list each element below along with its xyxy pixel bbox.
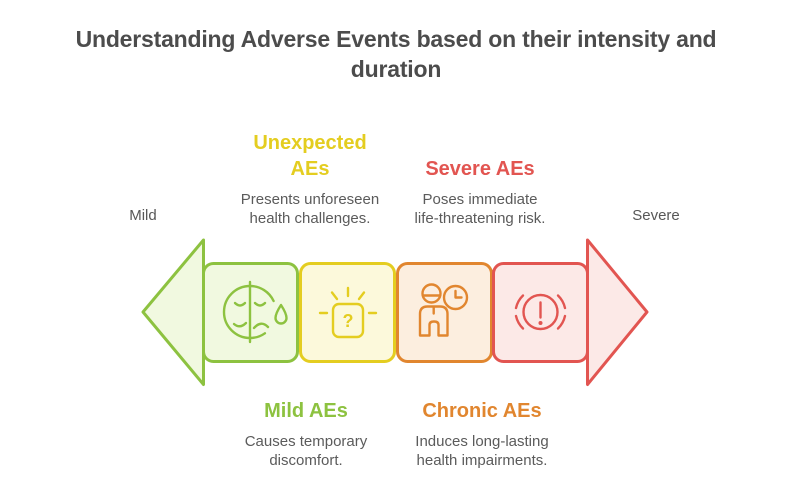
alert-icon: [514, 293, 567, 331]
mixed-feelings-face-icon: [222, 280, 288, 344]
callout-severe-description: Poses immediate life-threatening risk.: [414, 191, 546, 227]
callout-chronic-description: Induces long-lasting health impairments.: [415, 433, 549, 469]
callout-unexpected-aes: Unexpected AEs Presents unforeseen healt…: [215, 126, 405, 228]
callout-chronic-aes: Chronic AEs Induces long-lasting health …: [387, 398, 577, 470]
segment-chronic-box: [396, 262, 493, 363]
axis-label-mild: Mild: [129, 207, 157, 224]
left-arrowhead: [141, 238, 205, 386]
axis-label-severe: Severe: [632, 207, 680, 224]
callout-chronic-title: Chronic AEs: [422, 400, 542, 422]
callout-mild-title: Mild AEs: [264, 400, 348, 422]
svg-text:?: ?: [343, 311, 354, 331]
person-clock-icon: [418, 283, 469, 337]
segment-unexpected-box: [299, 262, 396, 363]
diagram-title: Understanding Adverse Events based on th…: [75, 26, 717, 82]
callout-unexpected-description: Presents unforeseen health challenges.: [240, 191, 380, 227]
callout-mild-aes: Mild AEs Causes temporary discomfort.: [211, 398, 401, 470]
callout-unexpected-title: Unexpected AEs: [253, 132, 367, 180]
question-box-icon: ?: [318, 286, 378, 339]
right-arrowhead: [586, 238, 649, 386]
callout-mild-description: Causes temporary discomfort.: [244, 433, 368, 469]
callout-severe-title: Severe AEs: [425, 158, 535, 180]
callout-severe-aes: Severe AEs Poses immediate life-threaten…: [385, 126, 575, 228]
